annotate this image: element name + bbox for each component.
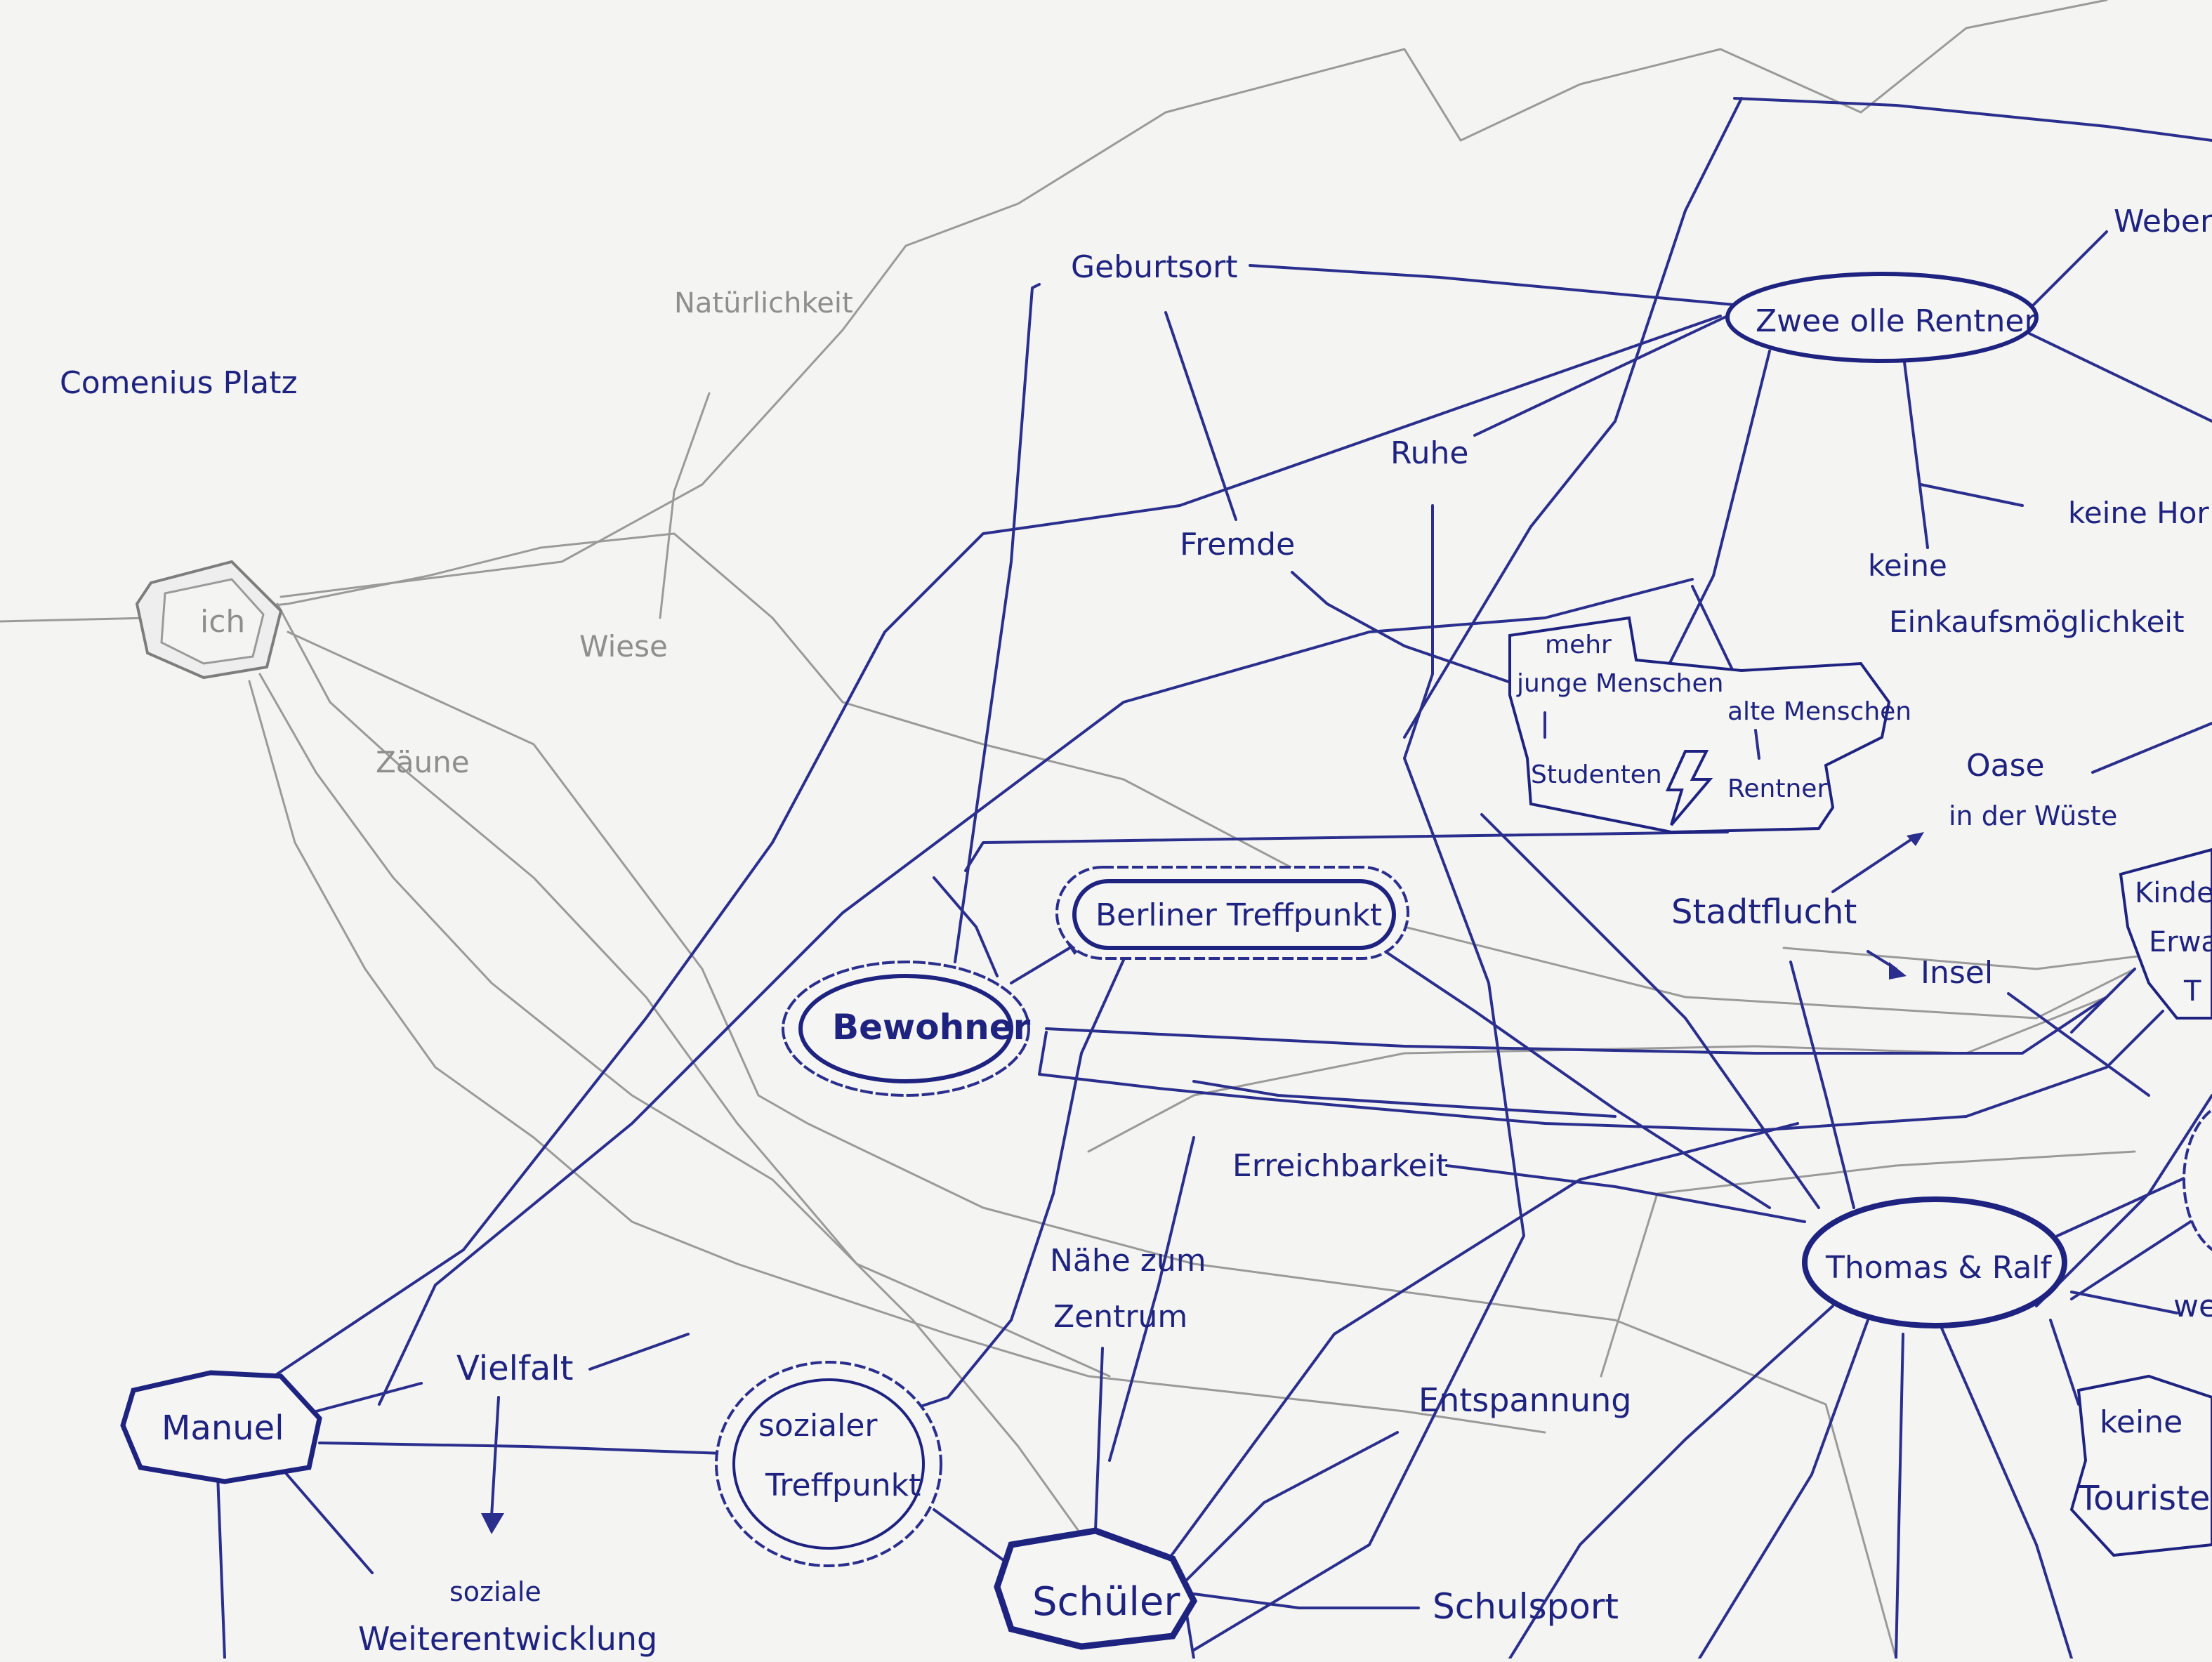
naehe-label-1: Nähe zum (1050, 1243, 1206, 1279)
keine-einkauf-label-1: keine (1868, 548, 1947, 583)
generation-mehr: mehr (1545, 631, 1612, 659)
insel-label: Insel (1921, 955, 1993, 991)
sozialer-treffpunkt-node[interactable]: sozialer Treffpunkt (715, 1361, 942, 1567)
generation-junge: junge Menschen (1516, 669, 1723, 698)
oase-label-2: in der Wüste (1949, 800, 2117, 831)
map-title: Comenius Platz (60, 365, 298, 401)
oase-label-1: Oase (1966, 748, 2045, 784)
zwei-alte-rentner-node[interactable]: Zwee olle Rentner (1725, 272, 2039, 363)
generation-box[interactable]: mehr junge Menschen alte Menschen Studen… (1508, 616, 1911, 834)
arrow-oase (1907, 832, 1924, 846)
manuel-label: Manuel (162, 1409, 284, 1448)
naehe-label-2: Zentrum (1053, 1299, 1187, 1335)
keine-einkauf-label-2: Einkaufsmöglichkeit (1889, 605, 2185, 639)
thomas-ralf-node[interactable]: Thomas & Ralf (1802, 1196, 2067, 1328)
schueler-label: Schüler (1032, 1579, 1180, 1625)
keine-touristen-node[interactable]: keine Touristen (2069, 1374, 2212, 1557)
bewohner-node[interactable]: Bewohner (782, 961, 1031, 1097)
erreichbarkeit-label: Erreichbarkeit (1232, 1148, 1448, 1184)
manuel-node[interactable]: Manuel (120, 1370, 322, 1484)
sozialer-treffpunkt-label-1: sozialer (758, 1408, 878, 1444)
kinder-node[interactable]: Kinde Erwa T (2119, 848, 2212, 1020)
ich-node[interactable]: ich (135, 560, 283, 680)
pencil-connections (0, 0, 2150, 1660)
generation-alte: alte Menschen (1727, 697, 1911, 726)
wiese-label: Wiese (579, 629, 668, 664)
weber-label: Weber (2114, 204, 2212, 239)
soziale-label-1: soziale (449, 1576, 541, 1607)
generation-studenten: Studenten (1531, 760, 1662, 789)
berliner-treffpunkt-label: Berliner Treffpunkt (1095, 897, 1382, 933)
bewohner-label: Bewohner (832, 1007, 1031, 1048)
generation-rentner: Rentner (1727, 774, 1827, 803)
ich-label: ich (200, 604, 245, 640)
ruhe-label: Ruhe (1390, 435, 1468, 471)
entspannung-label: Entspannung (1418, 1381, 1631, 1419)
schueler-node[interactable]: Schüler (994, 1527, 1198, 1650)
pen-connections (216, 97, 2212, 1660)
zaeune-label: Zäune (376, 745, 470, 779)
thomas-ralf-label: Thomas & Ralf (1825, 1250, 2053, 1286)
arrow-insel (1889, 962, 1907, 980)
stadtflucht-label: Stadtflucht (1671, 892, 1857, 932)
zwei-alte-rentner-label: Zwee olle Rentner (1756, 303, 2037, 339)
kinder-label-1: Kinde (2135, 877, 2212, 909)
sozialer-treffpunkt-label-2: Treffpunkt (765, 1468, 921, 1503)
kinder-label-2: Erwa (2149, 926, 2212, 958)
we-label: we (2173, 1288, 2212, 1324)
arrow-alte-rentner (1754, 729, 1760, 760)
lightning-icon (1665, 750, 1713, 826)
arrow-soziale (481, 1513, 504, 1534)
keine-touristen-label-1: keine (2100, 1404, 2183, 1440)
right-edge-node (2183, 1108, 2212, 1251)
keine-touristen-label-2: Touristen (2078, 1479, 2212, 1518)
fremde-label: Fremde (1180, 527, 1295, 562)
kinder-label-3: T (2183, 975, 2201, 1008)
berliner-treffpunkt-node[interactable]: Berliner Treffpunkt (1055, 866, 1409, 960)
schulsport-label: Schulsport (1433, 1586, 1619, 1627)
keine-hor-label: keine Hor (2068, 496, 2209, 530)
vielfalt-label: Vielfalt (456, 1349, 573, 1388)
natuerlichkeit-label: Natürlichkeit (674, 287, 853, 319)
geburtsort-label: Geburtsort (1071, 249, 1238, 285)
soziale-label-2: Weiterentwicklung (358, 1620, 657, 1658)
